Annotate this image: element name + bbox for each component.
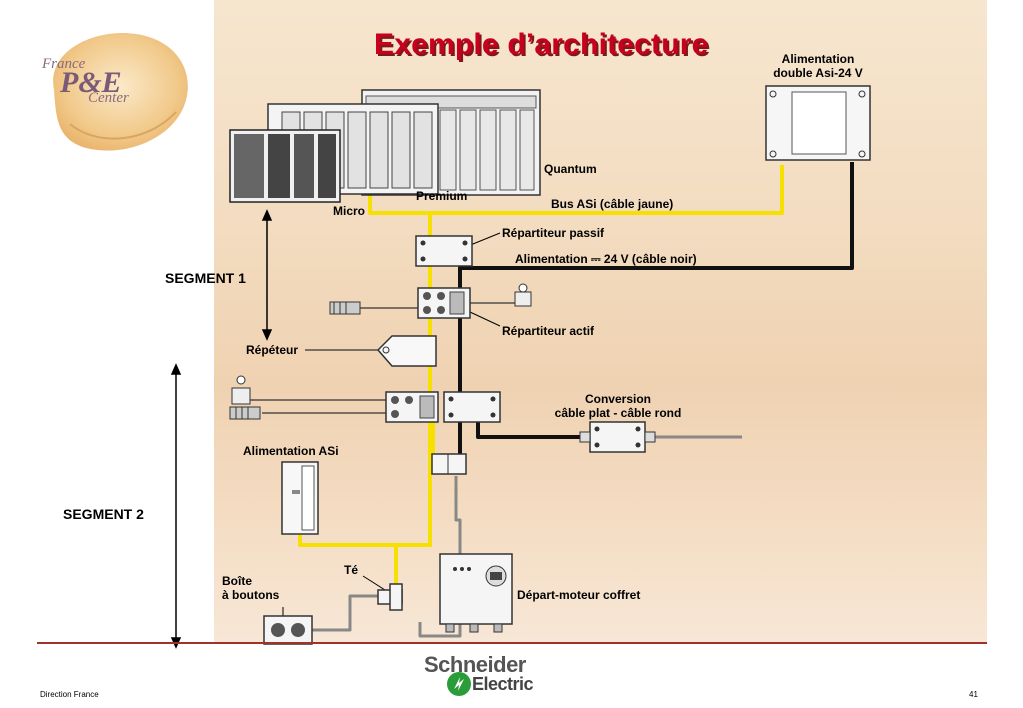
label-repartiteur-actif: Répartiteur actif — [502, 324, 595, 338]
brand-line-1: Schneider — [424, 652, 526, 677]
limit-switch-device — [514, 283, 532, 307]
t-module-device — [431, 453, 467, 475]
segment2-active-splitter-device — [385, 391, 439, 423]
passive-splitter-device — [415, 235, 473, 267]
label-micro: Micro — [333, 204, 366, 218]
label-bus-asi: Bus ASi (câble jaune) — [551, 197, 674, 211]
pe-logo-graphic — [53, 33, 188, 151]
asi-bus-cable — [298, 165, 784, 588]
segment-1-label: SEGMENT 1 — [165, 270, 246, 286]
label-depart-moteur: Départ-moteur coffret — [517, 588, 641, 602]
label-alimentation-asi: Alimentation ASi — [243, 444, 339, 458]
label-quantum: Quantum — [544, 162, 597, 176]
proximity-sensor-device — [329, 301, 361, 315]
push-button-box-device — [263, 615, 313, 645]
micro-plc-device — [229, 129, 341, 203]
label-alimentation-double: Alimentation double Asi-24 V — [762, 52, 874, 80]
segment2-sensor-device — [229, 406, 261, 420]
footer-direction: Direction France — [40, 690, 99, 699]
pe-center-text: Center — [88, 90, 129, 106]
round-cables — [310, 435, 742, 638]
label-conversion: Conversion câble plat - câble rond — [545, 392, 691, 420]
label-conversion-text: Conversion câble plat - câble rond — [554, 392, 682, 420]
segment2-arrow — [170, 363, 182, 649]
power-cable — [458, 162, 854, 456]
label-alimentation-double-text: Alimentation double Asi-24 V — [773, 52, 863, 80]
power-supply-double-device — [765, 85, 871, 161]
label-alimentation-24v: Alimentation ⎓ 24 V (câble noir) — [515, 252, 697, 266]
footer-divider — [37, 642, 987, 644]
pe-name-text: P&E — [60, 66, 122, 99]
slide-title: Exemple d’architecture — [374, 28, 709, 61]
label-repeteur: Répéteur — [246, 343, 299, 357]
repeater-device — [376, 335, 437, 367]
segment1-arrow — [261, 209, 273, 341]
pe-france-text: France — [42, 56, 86, 72]
conversion-box-device — [579, 421, 656, 453]
asi-power-supply-device — [281, 461, 319, 535]
schneider-leaf-icon — [447, 672, 471, 696]
segment-2-label: SEGMENT 2 — [63, 506, 144, 522]
leader-lines — [282, 232, 501, 616]
te-connector-device — [377, 583, 403, 611]
segment2-limit-switch-device — [231, 375, 251, 405]
label-repartiteur-passif: Répartiteur passif — [502, 226, 605, 240]
label-boite-boutons-text: Boîte à boutons — [222, 574, 280, 602]
active-splitter-device — [417, 287, 471, 319]
label-te: Té — [344, 563, 359, 577]
page-number: 41 — [969, 690, 978, 699]
segment2-passive-splitter-device — [443, 391, 501, 423]
brand-line-2: Electric — [472, 674, 534, 694]
motor-starter-box-device — [439, 553, 513, 633]
label-boite-boutons: Boîte à boutons — [222, 574, 279, 602]
label-premium: Premium — [416, 189, 468, 203]
sensor-lines — [245, 302, 515, 414]
